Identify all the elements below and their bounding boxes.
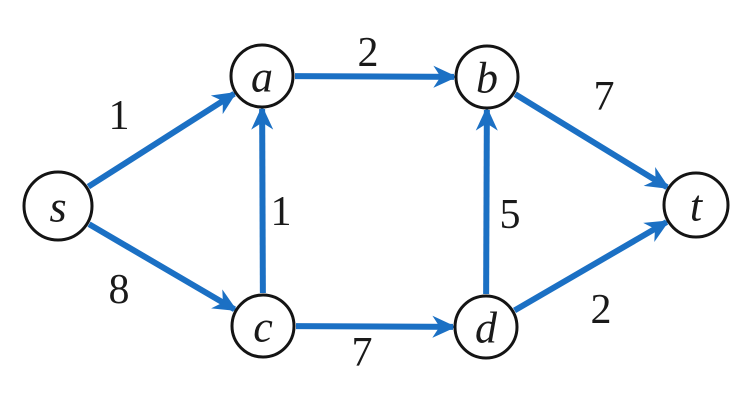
node-s-circle <box>22 170 94 242</box>
node-c-circle <box>230 293 296 359</box>
edge-weight-a-b: 2 <box>358 30 379 76</box>
node-a-label: a <box>251 52 273 101</box>
node-a-circle <box>229 43 295 109</box>
node-d-label: d <box>475 303 498 352</box>
node-d-circle <box>453 294 519 360</box>
edge-s-a <box>86 91 238 190</box>
node-t-label: t <box>690 181 704 230</box>
node-b-circle <box>454 44 520 110</box>
edge-c-d <box>295 315 457 338</box>
node-b-label: b <box>476 53 498 102</box>
edge-weight-d-b: 5 <box>500 192 521 238</box>
edge-b-t <box>513 91 670 190</box>
edge-d-t <box>513 219 670 314</box>
node-c-label: c <box>253 302 273 351</box>
edge-weight-b-t: 7 <box>594 74 615 120</box>
edge-weight-d-t: 2 <box>591 287 612 333</box>
edge-a-b <box>294 65 458 88</box>
edge-d-b <box>475 106 498 295</box>
edge-weight-c-d: 7 <box>352 330 373 376</box>
edge-c-a <box>251 105 274 294</box>
edge-s-c <box>87 221 238 312</box>
node-s-label: s <box>49 182 66 231</box>
edge-weight-c-a: 1 <box>271 189 292 235</box>
edge-weight-s-c: 8 <box>109 267 130 313</box>
edge-weight-s-a: 1 <box>109 93 130 139</box>
node-t-circle <box>662 171 730 239</box>
